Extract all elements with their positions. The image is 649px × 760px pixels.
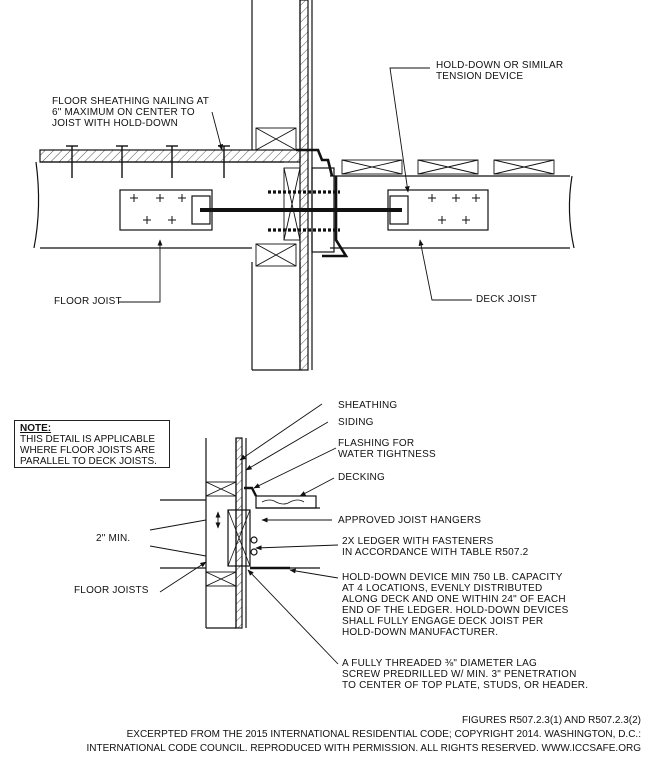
- leader-floor-joists: [159, 561, 207, 593]
- min-dimension-label: 2" MIN.: [96, 533, 131, 544]
- floor-joists-label: FLOOR JOISTS: [74, 585, 149, 596]
- deck-boards: [341, 159, 555, 175]
- floor-sheathing: [39, 149, 301, 163]
- copyright-line-2: INTERNATIONAL CODE COUNCIL. REPRODUCED W…: [86, 743, 641, 754]
- leader-lag-screw: [247, 569, 339, 665]
- deck-joist-label: DECK JOIST: [476, 294, 537, 305]
- sheathing-label: SHEATHING: [338, 400, 398, 411]
- siding-label: SIDING: [338, 417, 374, 428]
- joist-break-line: [33, 161, 40, 249]
- leader-hold-down-device: [289, 568, 339, 579]
- flashing: [296, 148, 334, 177]
- wall-blocking: [255, 127, 301, 267]
- left-bracket-screws: [130, 194, 186, 224]
- deck-break-line: [568, 175, 575, 249]
- right-bracket-screws: [428, 194, 480, 224]
- flashing: [244, 486, 258, 497]
- lag-screws: [268, 190, 340, 232]
- fastener: [250, 548, 258, 556]
- leader-sheathing-nailing: [211, 111, 223, 151]
- wall-blocking: [205, 481, 237, 587]
- note-box: NOTE: THIS DETAIL IS APPLICABLE WHERE FL…: [14, 420, 170, 468]
- floor-joist-label: FLOOR JOIST: [54, 296, 122, 307]
- ledger-board: [227, 509, 251, 567]
- hold-down-device-label: HOLD-DOWN DEVICE MIN 750 LB. CAPACITY AT…: [342, 572, 569, 638]
- joist-hangers-label: APPROVED JOIST HANGERS: [338, 515, 482, 526]
- leader-deck-joist: [418, 239, 472, 301]
- leader-ledger: [255, 544, 339, 551]
- decking-label: DECKING: [338, 472, 385, 483]
- leader-decking: [299, 477, 335, 497]
- min-dimension-lines: [149, 519, 207, 557]
- leader-sheathing: [239, 403, 323, 461]
- copyright-line-1: EXCERPTED FROM THE 2015 INTERNATIONAL RE…: [126, 729, 641, 740]
- leader-hold-down: [389, 67, 430, 193]
- ledger-label: 2x LEDGER WITH FASTENERS IN ACCORDANCE W…: [342, 536, 529, 558]
- hold-down-label: HOLD-DOWN OR SIMILAR TENSION DEVICE: [436, 60, 564, 82]
- lag-screw-label: A FULLY THREADED ⅜" DIAMETER LAG SCREW P…: [342, 658, 589, 691]
- wall-sheathing: [299, 0, 309, 371]
- decking-board: [255, 495, 317, 509]
- fastener: [250, 536, 258, 544]
- leader-floor-joist: [118, 239, 163, 303]
- bottom-elevation-detail: [149, 403, 339, 665]
- leader-flashing: [253, 447, 337, 489]
- note-body: THIS DETAIL IS APPLICABLE WHERE FLOOR JO…: [20, 434, 157, 467]
- leader-siding: [245, 421, 329, 471]
- sheathing-nailing-label: FLOOR SHEATHING NAILING AT 6" MAXIMUM ON…: [52, 96, 210, 129]
- note-title: NOTE:: [20, 423, 52, 434]
- flashing-label: FLASHING FOR WATER TIGHTNESS: [338, 438, 436, 460]
- figures-caption: FIGURES R507.2.3(1) AND R507.2.3(2): [462, 715, 641, 726]
- top-section-detail: [33, 0, 575, 371]
- wall-sheathing: [235, 437, 243, 629]
